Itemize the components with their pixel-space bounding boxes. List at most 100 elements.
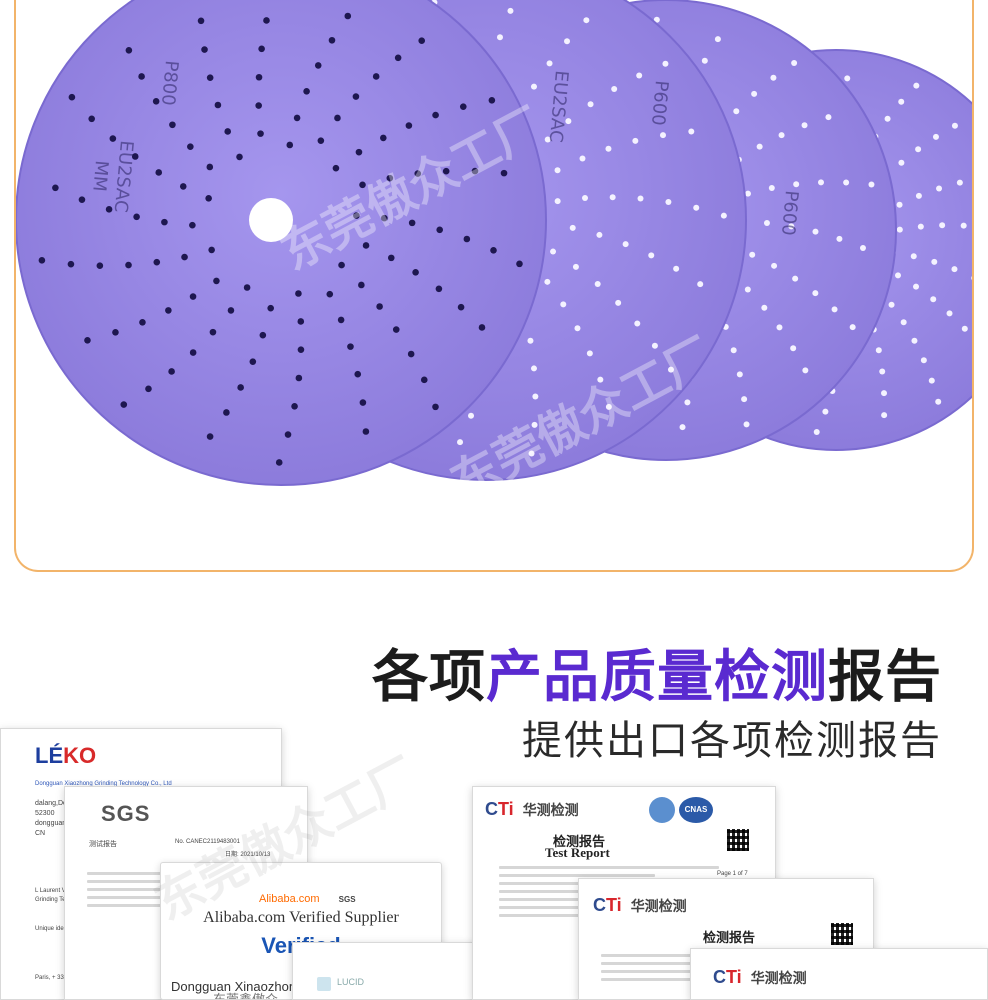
disc-hole: [500, 169, 508, 177]
disc-hole: [812, 290, 819, 297]
disc-hole: [653, 16, 660, 23]
alibaba-company: Dongguan Xinaozhong: [171, 979, 304, 994]
disc-hole: [802, 367, 809, 374]
disc-print-label: P600: [647, 80, 672, 127]
disc-hole: [564, 38, 571, 45]
disc-hole: [457, 303, 465, 311]
disc-hole: [596, 231, 603, 238]
cti-page-number: Page 1 of 7: [717, 871, 748, 877]
disc-hole: [587, 101, 594, 108]
heading-accent: 产品质量检测: [486, 645, 828, 710]
cti-logo-ti: Ti: [726, 967, 742, 987]
disc-hole: [68, 93, 76, 101]
disc-hole: [52, 184, 59, 192]
disc-hole: [609, 194, 616, 201]
disc-hole: [471, 167, 479, 175]
cti-logo: CTi 华测检测: [485, 799, 579, 820]
disc-hole: [597, 376, 604, 383]
disc-hole: [259, 331, 267, 339]
cti-report-title-cn: 检测报告: [553, 834, 606, 849]
disc-hole: [659, 132, 666, 139]
disc-hole: [189, 293, 197, 300]
disc-hole: [358, 281, 365, 289]
sgs-report-date: 日期: 2021/10/13: [225, 852, 271, 858]
disc-hole: [337, 316, 345, 324]
disc-hole: [386, 174, 394, 182]
disc-hole: [844, 75, 851, 82]
lucid-logo-icon: [317, 977, 331, 991]
disc-hole: [530, 365, 537, 372]
disc-hole: [793, 181, 800, 188]
disc-hole: [189, 221, 196, 229]
disc-hole: [317, 137, 325, 144]
disc-hole: [328, 36, 336, 44]
disc-hole: [615, 299, 622, 306]
disc-hole: [960, 222, 967, 229]
disc-hole: [291, 403, 298, 410]
disc-hole: [208, 246, 215, 254]
disc-hole: [971, 275, 972, 281]
disc-hole: [932, 133, 939, 140]
cti-report-2-title: 检测报告: [703, 930, 756, 945]
disc-hole: [812, 228, 819, 235]
disc-hole: [359, 181, 366, 189]
disc-hole: [744, 286, 751, 293]
disc-hole: [550, 248, 557, 255]
alibaba-brand: Alibaba.com: [259, 893, 320, 905]
disc-hole: [554, 198, 561, 205]
cti-logo-ti: Ti: [606, 895, 622, 915]
disc-hole: [354, 370, 362, 378]
disc-hole: [956, 179, 963, 186]
disc-hole: [673, 265, 680, 272]
disc-hole: [636, 72, 643, 79]
sgs-report-label: 测试报告: [89, 841, 117, 848]
disc-hole: [825, 114, 832, 121]
cnas-badge: CNAS: [679, 797, 713, 823]
disc-hole: [414, 170, 422, 177]
disc-hole: [381, 214, 388, 222]
disc-hole: [768, 184, 775, 191]
verified-title: Alibaba.com Verified Supplier: [203, 909, 399, 926]
disc-hole: [179, 183, 187, 190]
disc-hole: [915, 192, 922, 199]
leko-footer-line: Paris, + 33 6 25: [35, 975, 78, 981]
disc-hole: [165, 307, 172, 314]
disc-hole: [528, 450, 535, 457]
sanding-disc: [16, 0, 547, 486]
disc-hole: [392, 326, 400, 333]
disc-hole: [255, 102, 262, 109]
disc-hole: [387, 254, 395, 262]
disc-hole: [560, 301, 567, 308]
disc-hole: [152, 98, 160, 105]
disc-hole: [894, 272, 901, 279]
disc-hole: [581, 195, 588, 202]
disc-hole: [38, 257, 46, 264]
disc-hole: [532, 393, 539, 400]
sgs-logo: SGS: [101, 801, 151, 826]
disc-hole: [770, 74, 777, 81]
cti-logo-c: C: [593, 895, 606, 915]
disc-hole: [546, 60, 553, 67]
disc-hole: [697, 281, 704, 288]
leko-footer-line: L Laurent Verbruggen: [35, 888, 93, 894]
disc-hole: [684, 399, 691, 406]
disc-hole: [527, 337, 534, 344]
disc-hole: [743, 421, 750, 428]
cti-logo: CTi 华测检测: [593, 895, 687, 916]
disc-hole: [223, 409, 230, 416]
disc-hole: [236, 153, 243, 161]
disc-hole: [875, 347, 882, 354]
disc-hole: [435, 285, 443, 293]
disc-hole: [879, 368, 886, 375]
disc-hole: [915, 146, 922, 153]
disc-hole: [249, 358, 257, 365]
disc-hole: [109, 135, 117, 142]
disc-hole: [900, 319, 907, 326]
disc-hole: [78, 196, 86, 203]
disc-hole: [187, 143, 194, 150]
disc-hole: [338, 261, 345, 269]
cti-logo-c: C: [713, 967, 726, 987]
cti-logo-ti: Ti: [498, 799, 514, 819]
disc-hole: [946, 310, 953, 317]
disc-hole: [169, 121, 176, 129]
